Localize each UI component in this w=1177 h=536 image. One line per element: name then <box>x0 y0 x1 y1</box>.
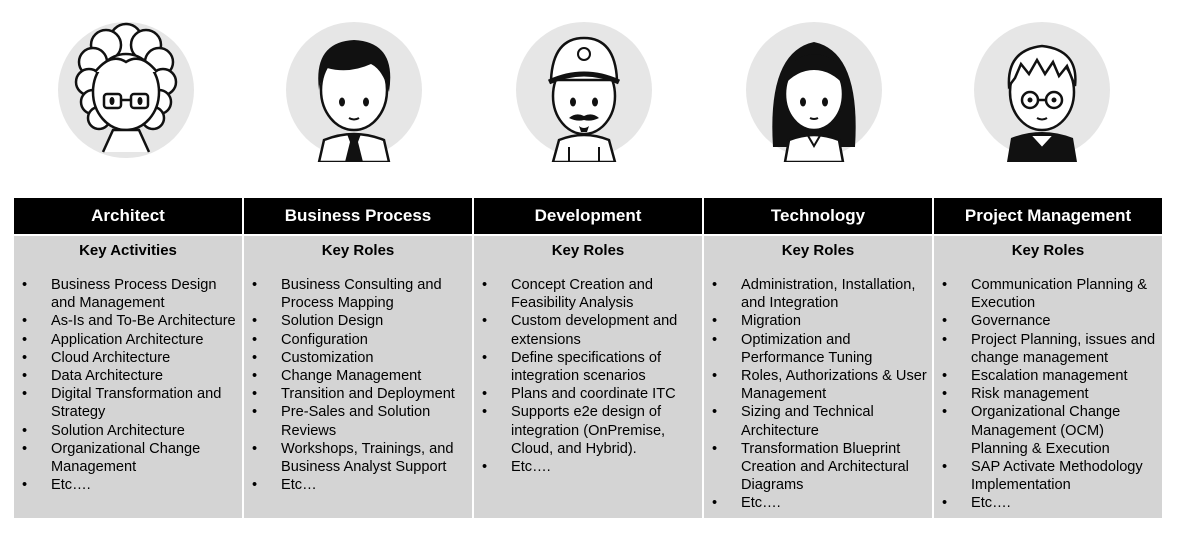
architect-avatar-icon <box>51 12 201 162</box>
development-avatar-icon <box>509 12 659 162</box>
column-technology: Technology Key Roles Administration, Ins… <box>704 198 932 518</box>
list-item: Escalation management <box>934 367 1162 385</box>
list-item: Etc…. <box>14 476 242 494</box>
list-item: Roles, Authorizations & User Management <box>704 367 932 403</box>
list-item: Organizational Change Management (OCM) P… <box>934 403 1162 458</box>
column-business-process: Business Process Key Roles Business Cons… <box>244 198 472 518</box>
list-item: Concept Creation and Feasibility Analysi… <box>474 276 702 312</box>
column-architect: Architect Key Activities Business Proces… <box>14 198 242 518</box>
list-item: As-Is and To-Be Architecture <box>14 312 242 330</box>
column-title: Development <box>474 198 702 234</box>
list-item: Optimization and Performance Tuning <box>704 331 932 367</box>
column-body: Key Roles Business Consulting and Proces… <box>244 236 472 518</box>
column-subtitle: Key Roles <box>321 242 395 259</box>
list-item: Solution Architecture <box>14 422 242 440</box>
list-item: Business Process Design and Management <box>14 276 242 312</box>
column-title: Project Management <box>934 198 1162 234</box>
list-item: Etc…. <box>934 494 1162 512</box>
list-item: Custom development and extensions <box>474 312 702 348</box>
list-item: Etc…. <box>704 494 932 512</box>
list-item: Governance <box>934 312 1162 330</box>
list-item: Risk management <box>934 385 1162 403</box>
list-item: Customization <box>244 349 472 367</box>
list-item: Digital Transformation and Strategy <box>14 385 242 421</box>
bullet-list: Business Process Design and Management A… <box>14 276 242 495</box>
list-item: Communication Planning & Execution <box>934 276 1162 312</box>
list-item: Solution Design <box>244 312 472 330</box>
list-item: Etc… <box>244 476 472 494</box>
column-project-management: Project Management Key Roles Communicati… <box>934 198 1162 518</box>
list-item: Transformation Blueprint Creation and Ar… <box>704 440 932 495</box>
list-item: Administration, Installation, and Integr… <box>704 276 932 312</box>
bullet-list: Business Consulting and Process Mapping … <box>244 276 472 495</box>
column-subtitle: Key Activities <box>79 242 177 259</box>
list-item: SAP Activate Methodology Implementation <box>934 458 1162 494</box>
column-title: Technology <box>704 198 932 234</box>
list-item: Workshops, Trainings, and Business Analy… <box>244 440 472 476</box>
bullet-list: Communication Planning & Execution Gover… <box>934 276 1162 513</box>
list-item: Sizing and Technical Architecture <box>704 403 932 439</box>
list-item: Change Management <box>244 367 472 385</box>
list-item: Project Planning, issues and change mana… <box>934 331 1162 367</box>
column-body: Key Roles Concept Creation and Feasibili… <box>474 236 702 518</box>
avatar-row <box>14 0 1162 180</box>
list-item: Cloud Architecture <box>14 349 242 367</box>
technology-avatar-icon <box>739 12 889 162</box>
project-management-avatar-icon <box>967 12 1117 162</box>
business-process-avatar-icon <box>279 12 429 162</box>
column-title: Business Process <box>244 198 472 234</box>
list-item: Business Consulting and Process Mapping <box>244 276 472 312</box>
column-subtitle: Key Roles <box>551 242 625 259</box>
column-body: Key Roles Communication Planning & Execu… <box>934 236 1162 518</box>
list-item: Pre-Sales and Solution Reviews <box>244 403 472 439</box>
column-development: Development Key Roles Concept Creation a… <box>474 198 702 518</box>
list-item: Etc…. <box>474 458 702 476</box>
column-body: Key Activities Business Process Design a… <box>14 236 242 518</box>
list-item: Define specifications of integration sce… <box>474 349 702 385</box>
list-item: Organizational Change Management <box>14 440 242 476</box>
roles-table: Architect Key Activities Business Proces… <box>14 198 1162 518</box>
list-item: Application Architecture <box>14 331 242 349</box>
list-item: Supports e2e design of integration (OnPr… <box>474 403 702 458</box>
list-item: Migration <box>704 312 932 330</box>
list-item: Data Architecture <box>14 367 242 385</box>
list-item: Transition and Deployment <box>244 385 472 403</box>
bullet-list: Concept Creation and Feasibility Analysi… <box>474 276 702 476</box>
column-subtitle: Key Roles <box>1011 242 1085 259</box>
column-body: Key Roles Administration, Installation, … <box>704 236 932 518</box>
bullet-list: Administration, Installation, and Integr… <box>704 276 932 513</box>
list-item: Plans and coordinate ITC <box>474 385 702 403</box>
column-subtitle: Key Roles <box>781 242 855 259</box>
list-item: Configuration <box>244 331 472 349</box>
column-title: Architect <box>14 198 242 234</box>
